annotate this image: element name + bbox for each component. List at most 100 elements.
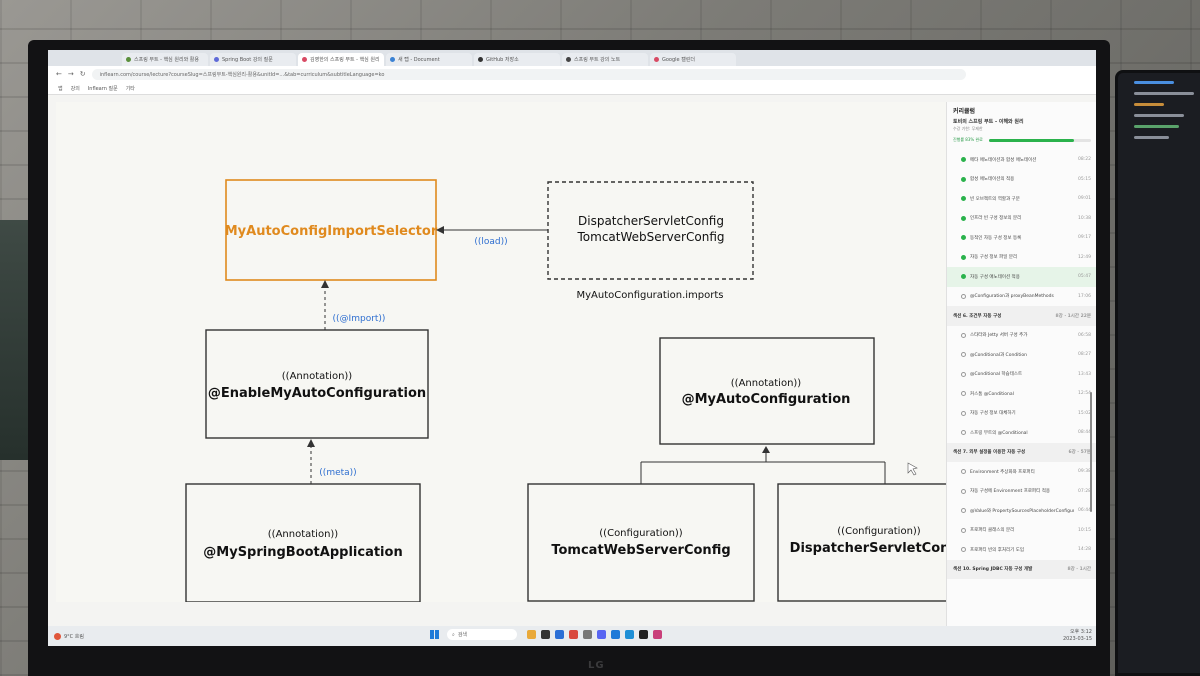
terminal-icon[interactable] bbox=[541, 630, 550, 639]
lesson-item[interactable]: @Value와 PropertySourcesPlaceholderConfig… bbox=[947, 501, 1096, 521]
file-explorer-icon[interactable] bbox=[527, 630, 536, 639]
dispatcher-name: DispatcherServletConfig bbox=[790, 541, 946, 556]
lesson-title: 프로퍼티 빈의 후처리기 도입 bbox=[970, 547, 1024, 553]
imports-file-caption: MyAutoConfiguration.imports bbox=[577, 290, 724, 301]
lesson-title: 스프링 부트의 @Conditional bbox=[970, 430, 1028, 436]
lesson-duration: 09:38 bbox=[1078, 469, 1091, 475]
lesson-title: 자동 구성에 Environment 프로퍼티 적용 bbox=[970, 489, 1050, 495]
bookmarks-bar: 앱 강의 Inflearn 질문 기타 bbox=[48, 82, 1096, 95]
tab-title: 스프링 부트 - 핵심 원리와 활용 bbox=[134, 57, 199, 63]
chrome-icon[interactable] bbox=[569, 630, 578, 639]
lesson-duration: 6강 · 57분 bbox=[1068, 450, 1091, 456]
selector-name: MyAutoConfigImportSelector bbox=[225, 224, 438, 239]
bookmark-item[interactable]: 기타 bbox=[125, 85, 135, 92]
lesson-item[interactable]: 자동 구성 애노테이션 적용 05:47 bbox=[947, 267, 1096, 287]
lesson-duration: 08:22 bbox=[1078, 157, 1091, 163]
sidebar-scrollbar[interactable] bbox=[1090, 392, 1092, 512]
play-circle-icon bbox=[961, 352, 966, 358]
back-button[interactable]: ← bbox=[56, 70, 62, 78]
bookmark-item[interactable]: 앱 bbox=[58, 85, 63, 92]
browser-tab[interactable]: 새 탭 - Document bbox=[386, 53, 472, 66]
weather-widget[interactable]: 9°C 흐림 bbox=[54, 632, 174, 640]
tab-favicon-icon bbox=[214, 57, 219, 62]
browser-tab[interactable]: 스프링 부트 - 핵심 원리와 활용 bbox=[122, 53, 208, 66]
browser-tab[interactable]: 스프링 부트 강의 노트 bbox=[562, 53, 648, 66]
lesson-title: 프로퍼티 클래스의 분리 bbox=[970, 528, 1015, 534]
play-circle-icon bbox=[961, 410, 966, 416]
course-title: 토비의 스프링 부트 - 이해와 원리 bbox=[953, 119, 1024, 125]
progress-fill bbox=[988, 138, 1074, 142]
lesson-title: Environment 추상화와 프로퍼티 bbox=[970, 469, 1035, 475]
check-circle-icon bbox=[961, 215, 966, 221]
second-monitor bbox=[1115, 70, 1200, 676]
play-circle-icon bbox=[961, 293, 966, 299]
browser-tab[interactable]: 김영한의 스프링 부트 - 핵심 원리 bbox=[298, 53, 384, 66]
bookmark-item[interactable]: Inflearn 질문 bbox=[87, 85, 118, 92]
browser-tab[interactable]: GitHub 저장소 bbox=[474, 53, 560, 66]
settings-icon[interactable] bbox=[583, 630, 592, 639]
tab-title: 스프링 부트 강의 노트 bbox=[574, 57, 621, 63]
lesson-duration: 17:06 bbox=[1078, 293, 1091, 299]
windows-start-icon[interactable] bbox=[430, 630, 439, 639]
lesson-title: 자동 구성 애노테이션 적용 bbox=[970, 274, 1020, 280]
browser-tab[interactable]: Google 캘린더 bbox=[650, 53, 736, 66]
auto-configuration-diagram: MyAutoConfigImportSelector DispatcherSer… bbox=[185, 179, 946, 602]
vscode-icon[interactable] bbox=[611, 630, 620, 639]
intellij-icon[interactable] bbox=[653, 630, 662, 639]
edge-icon[interactable] bbox=[625, 630, 634, 639]
taskbar-clock[interactable]: 오후 3:12 2023-03-15 bbox=[1063, 629, 1092, 643]
load-label: ((load)) bbox=[474, 237, 507, 247]
reload-button[interactable]: ↻ bbox=[79, 70, 86, 78]
import-arrow-head bbox=[321, 280, 329, 288]
check-circle-icon bbox=[961, 196, 966, 202]
lesson-duration: 14:28 bbox=[1078, 547, 1091, 553]
boot-app-annotation: ((Annotation)) bbox=[268, 529, 339, 540]
search-icon: ⌕ bbox=[452, 631, 455, 638]
url-input[interactable]: inflearn.com/course/lecture?courseSlug=스… bbox=[91, 68, 966, 80]
browser-tab[interactable]: Spring Boot 강의 질문 bbox=[210, 53, 296, 66]
curriculum-sidebar: 커리큘럼 토비의 스프링 부트 - 이해와 원리 수강 기한: 무제한 진행률 … bbox=[946, 102, 1096, 646]
notion-icon[interactable] bbox=[639, 630, 648, 639]
forward-button[interactable]: → bbox=[67, 70, 74, 78]
lesson-duration: 07:28 bbox=[1078, 488, 1091, 494]
lecture-slide: MyAutoConfigImportSelector DispatcherSer… bbox=[56, 102, 946, 602]
play-circle-icon bbox=[961, 488, 966, 494]
discord-icon[interactable] bbox=[597, 630, 606, 639]
taskbar-search[interactable]: ⌕ 검색 bbox=[447, 629, 517, 640]
lesson-item[interactable]: Environment 추상화와 프로퍼티 09:38 bbox=[947, 462, 1096, 482]
lesson-title: 동적인 자동 구성 정보 등록 bbox=[970, 235, 1022, 241]
load-arrow-head bbox=[436, 226, 444, 234]
tab-title: Spring Boot 강의 질문 bbox=[222, 57, 273, 63]
lesson-duration: 05:47 bbox=[1078, 274, 1091, 280]
tab-title: 새 탭 - Document bbox=[398, 57, 440, 63]
store-icon[interactable] bbox=[555, 630, 564, 639]
tomcat-annotation: ((Configuration)) bbox=[599, 528, 683, 539]
play-circle-icon bbox=[961, 469, 966, 475]
lesson-title: 빈 오브젝트의 역할과 구분 bbox=[970, 196, 1020, 202]
play-circle-icon bbox=[961, 391, 966, 397]
lesson-duration: 12:49 bbox=[1078, 254, 1091, 260]
lesson-item[interactable]: 자동 구성에 Environment 프로퍼티 적용 07:28 bbox=[947, 482, 1096, 502]
lesson-item[interactable]: 프로퍼티 빈의 후처리기 도입 14:28 bbox=[947, 540, 1096, 560]
dispatcher-annotation: ((Configuration)) bbox=[837, 526, 921, 537]
windows-taskbar: 9°C 흐림 ⌕ 검색 오후 3:12 2023-03-15 bbox=[48, 626, 1096, 646]
progress-label: 진행률 83% 완료 bbox=[953, 137, 983, 142]
bookmark-item[interactable]: 강의 bbox=[70, 85, 80, 92]
